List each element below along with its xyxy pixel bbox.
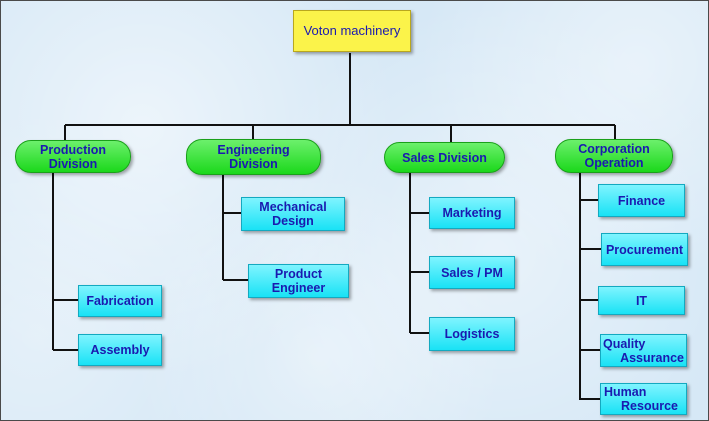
dept-procurement: Procurement — [601, 233, 688, 266]
division-label-line2: Division — [48, 156, 98, 171]
dept-label-line1: Product — [274, 267, 323, 281]
dept-label-line2: Design — [272, 214, 314, 228]
division-label-line1: Corporation — [578, 142, 650, 156]
root-label: Voton machinery — [303, 23, 401, 38]
dept-assembly: Assembly — [78, 334, 162, 366]
division-label-line1: Sales Division — [402, 150, 487, 165]
division-label-line1: Production — [40, 142, 106, 157]
dept-label-line1: Human — [604, 385, 647, 399]
dept-label-line2: Engineer — [271, 281, 326, 295]
dept-label-line2: Assurance — [620, 351, 684, 365]
dept-label: Finance — [617, 193, 666, 208]
dept-label: Logistics — [444, 327, 500, 341]
division-label-line2: Division — [229, 157, 278, 171]
dept-label: Fabrication — [86, 294, 154, 308]
division-label-line1: Engineering — [217, 143, 290, 157]
dept-human-resource: Human Resource — [600, 383, 687, 415]
division-label-line2: Operation — [584, 156, 644, 170]
dept-fabrication: Fabrication — [78, 285, 162, 317]
dept-label: Marketing — [442, 206, 502, 220]
dept-label-line1: Mechanical — [259, 200, 327, 214]
dept-quality-assurance: Quality Assurance — [600, 334, 687, 367]
dept-it: IT — [598, 286, 685, 315]
dept-sales-pm: Sales / PM — [429, 256, 515, 289]
dept-marketing: Marketing — [429, 197, 515, 229]
dept-finance: Finance — [598, 184, 685, 217]
dept-label: Assembly — [90, 343, 150, 357]
dept-label-line1: Quality — [603, 337, 646, 351]
dept-label-line2: Resource — [621, 399, 678, 413]
dept-label: Sales / PM — [441, 265, 503, 280]
dept-label: Procurement — [605, 242, 684, 257]
division-sales: Sales Division — [384, 142, 505, 173]
dept-logistics: Logistics — [429, 317, 515, 351]
dept-label: IT — [635, 293, 648, 308]
root-node: Voton machinery — [293, 10, 411, 52]
